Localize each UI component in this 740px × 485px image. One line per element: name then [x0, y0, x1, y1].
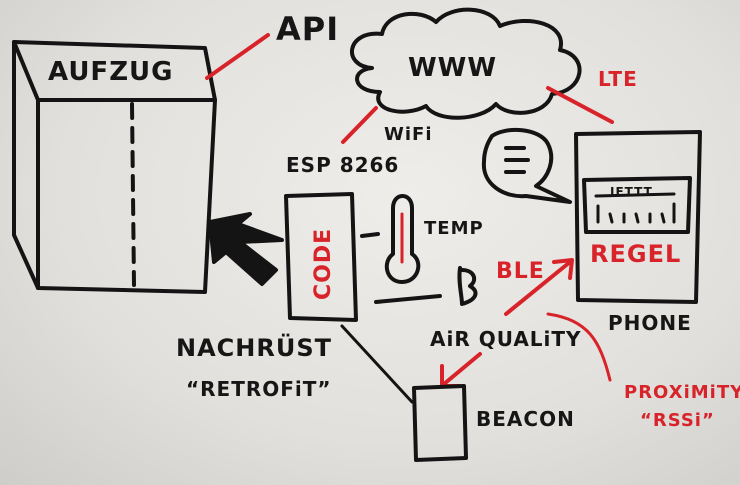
ble-arrowhead — [552, 258, 574, 280]
elevator-box — [12, 40, 217, 294]
air-quality-label: AiR QUALiTY — [430, 327, 582, 351]
phone-device — [574, 130, 702, 304]
beacon-arrow-line — [442, 352, 482, 386]
api-connector-line — [205, 33, 270, 80]
proximity-curve — [546, 312, 612, 382]
esp-beacon-line — [340, 324, 414, 404]
aufzug-label: AUFZUG — [48, 57, 174, 87]
www-label: WWW — [408, 53, 497, 83]
proximity-label: PROXiMiTY — [624, 382, 740, 403]
rssi-label: “RSSi” — [640, 410, 715, 431]
lte-label: LTE — [598, 67, 638, 91]
cloud-shape — [349, 7, 582, 120]
api-label: API — [276, 10, 339, 48]
ble-label: BLE — [496, 259, 545, 284]
lte-connector-line — [546, 86, 614, 124]
nachruest-label: NACHRÜST — [176, 332, 332, 362]
air-quality-sensor-icon — [374, 266, 478, 306]
code-label: CODE — [311, 228, 336, 300]
retrofit-arrow — [208, 212, 284, 286]
phone-label: PHONE — [608, 311, 692, 335]
esp-label: ESP 8266 — [286, 153, 399, 177]
wifi-connector-line — [341, 106, 378, 144]
retrofit-label: “RETROFiT” — [186, 377, 332, 401]
notification-bubble-icon — [481, 127, 572, 204]
wifi-label: WiFi — [384, 124, 433, 145]
beacon-label: BEACON — [476, 407, 575, 431]
esp-device — [284, 192, 358, 322]
temp-label: TEMP — [424, 218, 484, 239]
beacon-device — [412, 384, 468, 462]
regel-label: REGEL — [590, 240, 681, 268]
ifttt-label: IFTTT — [610, 185, 653, 199]
ble-line — [504, 260, 572, 316]
thermometer-icon — [360, 194, 421, 284]
